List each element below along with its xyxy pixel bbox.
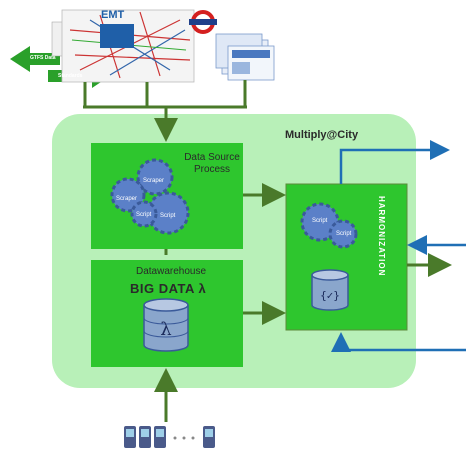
gear-label: Script (312, 218, 328, 224)
mobile-phone-icon (154, 426, 166, 448)
gear-icon (136, 158, 174, 196)
external-in-bottom-blue-arrow (331, 332, 466, 352)
standards-label: Standards (58, 73, 83, 79)
gear-icon (328, 219, 358, 249)
screenshots-icon (215, 33, 275, 81)
gear-icon (110, 177, 146, 213)
gear-label: Scraper (143, 178, 165, 184)
source-connector (83, 80, 247, 142)
mobile-phone-icon (139, 426, 151, 448)
gear-label: Script (336, 231, 352, 237)
mobile-phone-icon (124, 426, 136, 448)
mobile-phone-icon (203, 426, 215, 448)
harmonization-out-blue-arrow (339, 140, 450, 184)
svg-text:{✓}: {✓} (320, 289, 340, 302)
harmonization-label: HARMONIZATION (377, 196, 386, 277)
ellipsis-dots (173, 436, 195, 440)
gtfs-label: GTFS Data (30, 55, 56, 61)
platform-title: Multiply@City (285, 129, 359, 141)
emt-label: EMT (101, 9, 125, 21)
harmonization-box (285, 183, 408, 331)
lambda-database-icon: λ (143, 298, 189, 352)
svg-text:λ: λ (160, 319, 171, 340)
underground-logo-icon (189, 10, 217, 34)
gear-label: Script (136, 212, 152, 218)
big-data-label: BIG DATA λ (130, 281, 207, 296)
gear-icon (130, 200, 158, 228)
json-database-icon: {✓} (311, 269, 349, 311)
datawarehouse-label: Datawarehouse (136, 266, 207, 277)
emt-logo-icon (100, 24, 134, 48)
gear-label: Scraper (116, 196, 138, 202)
gear-icon (146, 191, 190, 235)
data-source-label: Data Source Process (180, 152, 244, 176)
gear-label: Script (160, 213, 176, 219)
data-source-label-line2: Process (193, 164, 231, 175)
data-source-label-line1: Data Source (184, 152, 240, 163)
